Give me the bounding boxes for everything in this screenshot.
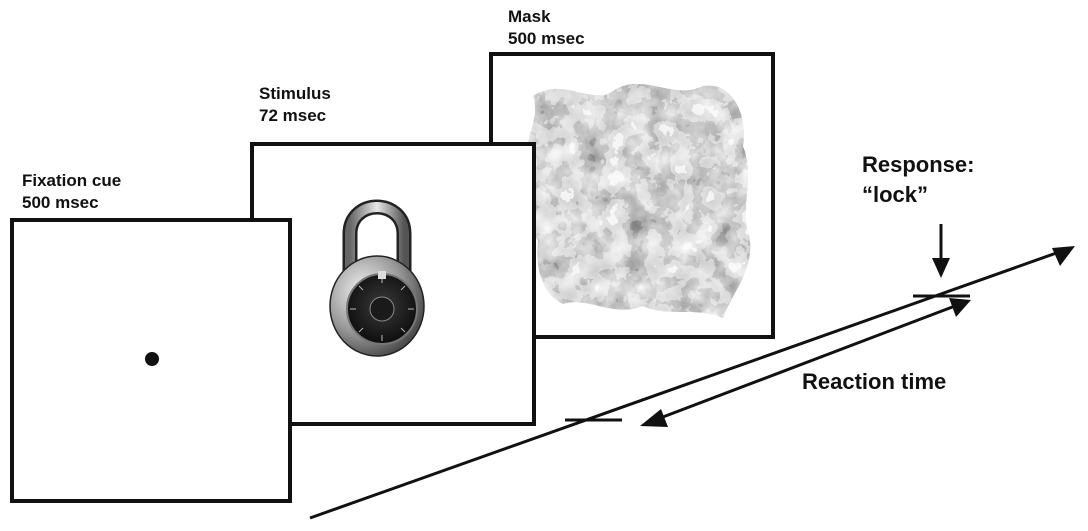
stimulus-duration: 72 msec	[259, 106, 327, 125]
time-axis-arrow	[309, 246, 1075, 520]
stimulus-label: Stimulus 72 msec	[259, 83, 331, 127]
fixation-title: Fixation cue	[22, 171, 122, 190]
fixation-label: Fixation cue 500 msec	[22, 170, 121, 214]
mask-label: Mask 500 msec	[508, 6, 585, 50]
response-label: Response: “lock”	[862, 150, 974, 210]
response-line2: “lock”	[862, 182, 929, 207]
reaction-time-label: Reaction time	[802, 369, 947, 394]
fixation-dot	[145, 352, 159, 366]
mask-title: Mask	[508, 7, 551, 26]
response-down-arrow	[932, 224, 950, 278]
mask-noise-image	[493, 56, 771, 335]
fixation-frame	[10, 218, 292, 503]
reaction-time-double-arrow	[640, 298, 971, 427]
mask-frame	[489, 52, 775, 339]
mask-duration: 500 msec	[508, 29, 585, 48]
response-line1: Response:	[862, 152, 975, 177]
stimulus-title: Stimulus	[259, 84, 331, 103]
fixation-duration: 500 msec	[22, 193, 99, 212]
padlock-icon	[329, 199, 425, 357]
